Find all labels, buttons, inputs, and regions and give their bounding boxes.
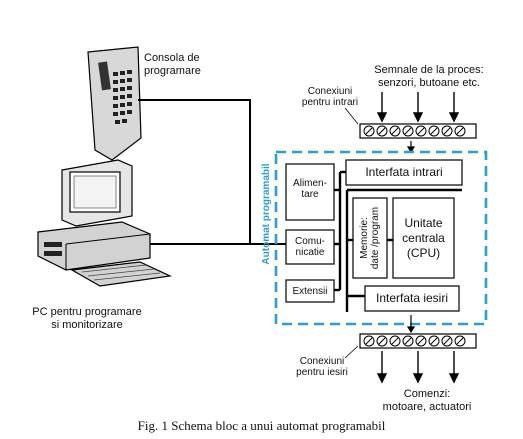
programming-console-icon — [87, 46, 142, 161]
console-label: Consola de programare — [144, 52, 201, 78]
memory-label-line2: date /program — [370, 206, 381, 270]
output-terminal-strip — [359, 333, 477, 349]
commands-line1: Comenzi: — [403, 388, 451, 400]
communication-line2: nicatie — [295, 247, 325, 258]
communication-line1: Comu- — [294, 236, 325, 247]
power-supply-line2: tare — [301, 189, 319, 200]
input-interface-box — [345, 159, 463, 186]
input-connections-label: Conexiuni pentru intrari — [292, 86, 368, 108]
cpu-box — [392, 197, 455, 279]
cpu-label-line1: Unitate — [404, 216, 443, 230]
output-interface-label: Interfata iesiri — [375, 291, 449, 305]
console-label-line2: programare — [144, 65, 201, 77]
plc-boundary — [274, 150, 488, 326]
power-supply-box — [285, 163, 335, 221]
cpu-label-line3: (CPU) — [406, 246, 441, 260]
process-signals-line2: senzori, butoane etc. — [377, 77, 481, 89]
pc-label: PC pentru programare si monitorizare — [12, 306, 162, 332]
power-supply-label: Alimen- tare — [286, 178, 334, 200]
figure-caption: Fig. 1 Schema bloc a unui automat progra… — [137, 418, 386, 433]
communication-label: Comu- nicatie — [286, 236, 334, 258]
output-connections-line2: pentru iesiri — [296, 367, 348, 378]
communication-box — [285, 229, 335, 265]
plc-title: Automat programabil — [261, 163, 272, 265]
output-connections-label: Conexiuni pentru iesiri — [284, 356, 360, 378]
power-supply-line1: Alimen- — [293, 178, 327, 189]
input-connections-line1: Conexiuni — [307, 86, 353, 97]
input-terminal-strip — [359, 123, 477, 139]
process-signals-label: Semnale de la proces: senzori, butoane e… — [364, 64, 494, 90]
cpu-label-line2: centrala — [402, 231, 445, 245]
output-connections-line1: Conexiuni — [299, 356, 345, 367]
pc-label-line2: si monitorizare — [51, 319, 123, 331]
extensions-label: Extensii — [292, 286, 328, 297]
memory-label-line1: Memorie: — [359, 217, 370, 259]
memory-label: Memorie: date /program — [359, 198, 381, 278]
pc-label-line1: PC pentru programare — [32, 306, 142, 318]
memory-box — [352, 197, 388, 279]
commands-line2: motoare, actuatori — [382, 401, 472, 413]
console-label-line1: Consola de — [144, 52, 200, 64]
pc-icon — [37, 159, 173, 287]
input-connections-line2: pentru intrari — [301, 97, 359, 108]
commands-label: Comenzi: motoare, actuatori — [372, 388, 482, 414]
input-interface-label: Interfata intrari — [365, 165, 443, 179]
process-signals-line1: Semnale de la proces: — [374, 64, 484, 76]
cpu-label: Unitate centrala (CPU) — [393, 216, 454, 261]
output-interface-box — [364, 285, 460, 312]
